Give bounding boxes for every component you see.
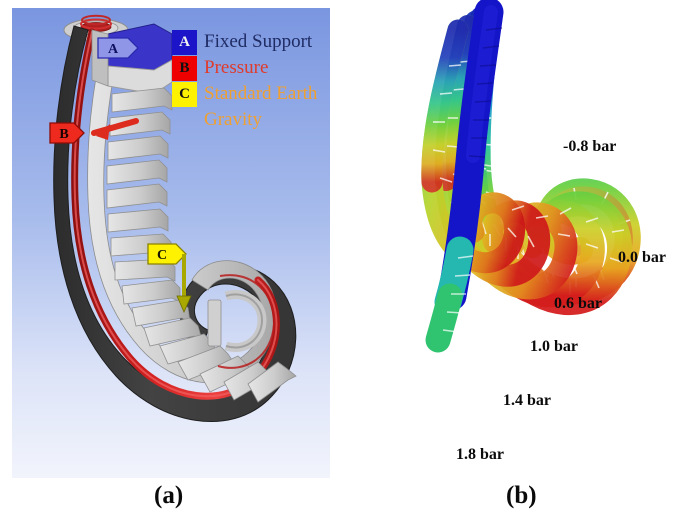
legend-swatch-c: C <box>172 82 197 107</box>
legend-label-pressure: Pressure <box>204 57 269 78</box>
actuator-model: A B C <box>49 14 297 422</box>
boundary-condition-legend: A Fixed Support B Pressure C Standard Ea… <box>172 30 328 132</box>
deformed-configurations <box>421 0 641 353</box>
fixed-support-block <box>91 23 173 95</box>
marker-a: A <box>97 37 139 59</box>
panel-b-svg <box>336 0 681 478</box>
rib-teeth-lower <box>121 279 297 403</box>
legend-row-gravity: C Standard Earth <box>172 82 328 108</box>
legend-row-fixed-support: A Fixed Support <box>172 30 328 56</box>
legend-row-pressure: B Pressure <box>172 56 328 82</box>
rib-marks-base <box>468 27 503 158</box>
pressure-label-1p0: 1.0 bar <box>530 338 578 355</box>
legend-label-fixed-support: Fixed Support <box>204 31 313 52</box>
fixed-base-blue <box>425 0 504 353</box>
panel-a-svg: A B C <box>12 8 330 478</box>
panel-a: A B C A <box>12 8 330 478</box>
rib-teeth-upper <box>106 87 176 282</box>
marker-a-text: A <box>108 42 119 57</box>
marker-b: B <box>49 118 139 144</box>
pressure-label-0p0: 0.0 bar <box>618 249 666 266</box>
legend-label-gravity: Standard Earth <box>204 83 318 104</box>
caption-panel-a: (a) <box>154 482 184 509</box>
pressure-label-1p4: 1.4 bar <box>503 392 551 409</box>
pressure-label-minus-0p8: -0.8 bar <box>563 138 617 155</box>
rib-marks-base-lower <box>442 255 474 333</box>
marker-b-text: B <box>59 127 68 142</box>
panel-b: -0.8 bar 0.0 bar 0.6 bar 1.0 bar 1.4 bar… <box>336 0 681 478</box>
spiral-core <box>207 274 276 369</box>
gravity-arrow-head <box>176 295 192 313</box>
caption-row: (a) (b) <box>0 480 681 523</box>
legend-swatch-a: A <box>172 30 197 55</box>
pressure-label-0p6: 0.6 bar <box>554 295 602 312</box>
legend-label-gravity-cont: Gravity <box>204 109 263 130</box>
marker-c: C <box>147 243 192 313</box>
pressure-channel-highlight <box>73 31 278 398</box>
legend-swatch-b: B <box>172 56 197 81</box>
marker-c-text: C <box>157 248 167 263</box>
pressure-label-1p8: 1.8 bar <box>456 446 504 463</box>
caption-panel-b: (b) <box>506 482 537 509</box>
